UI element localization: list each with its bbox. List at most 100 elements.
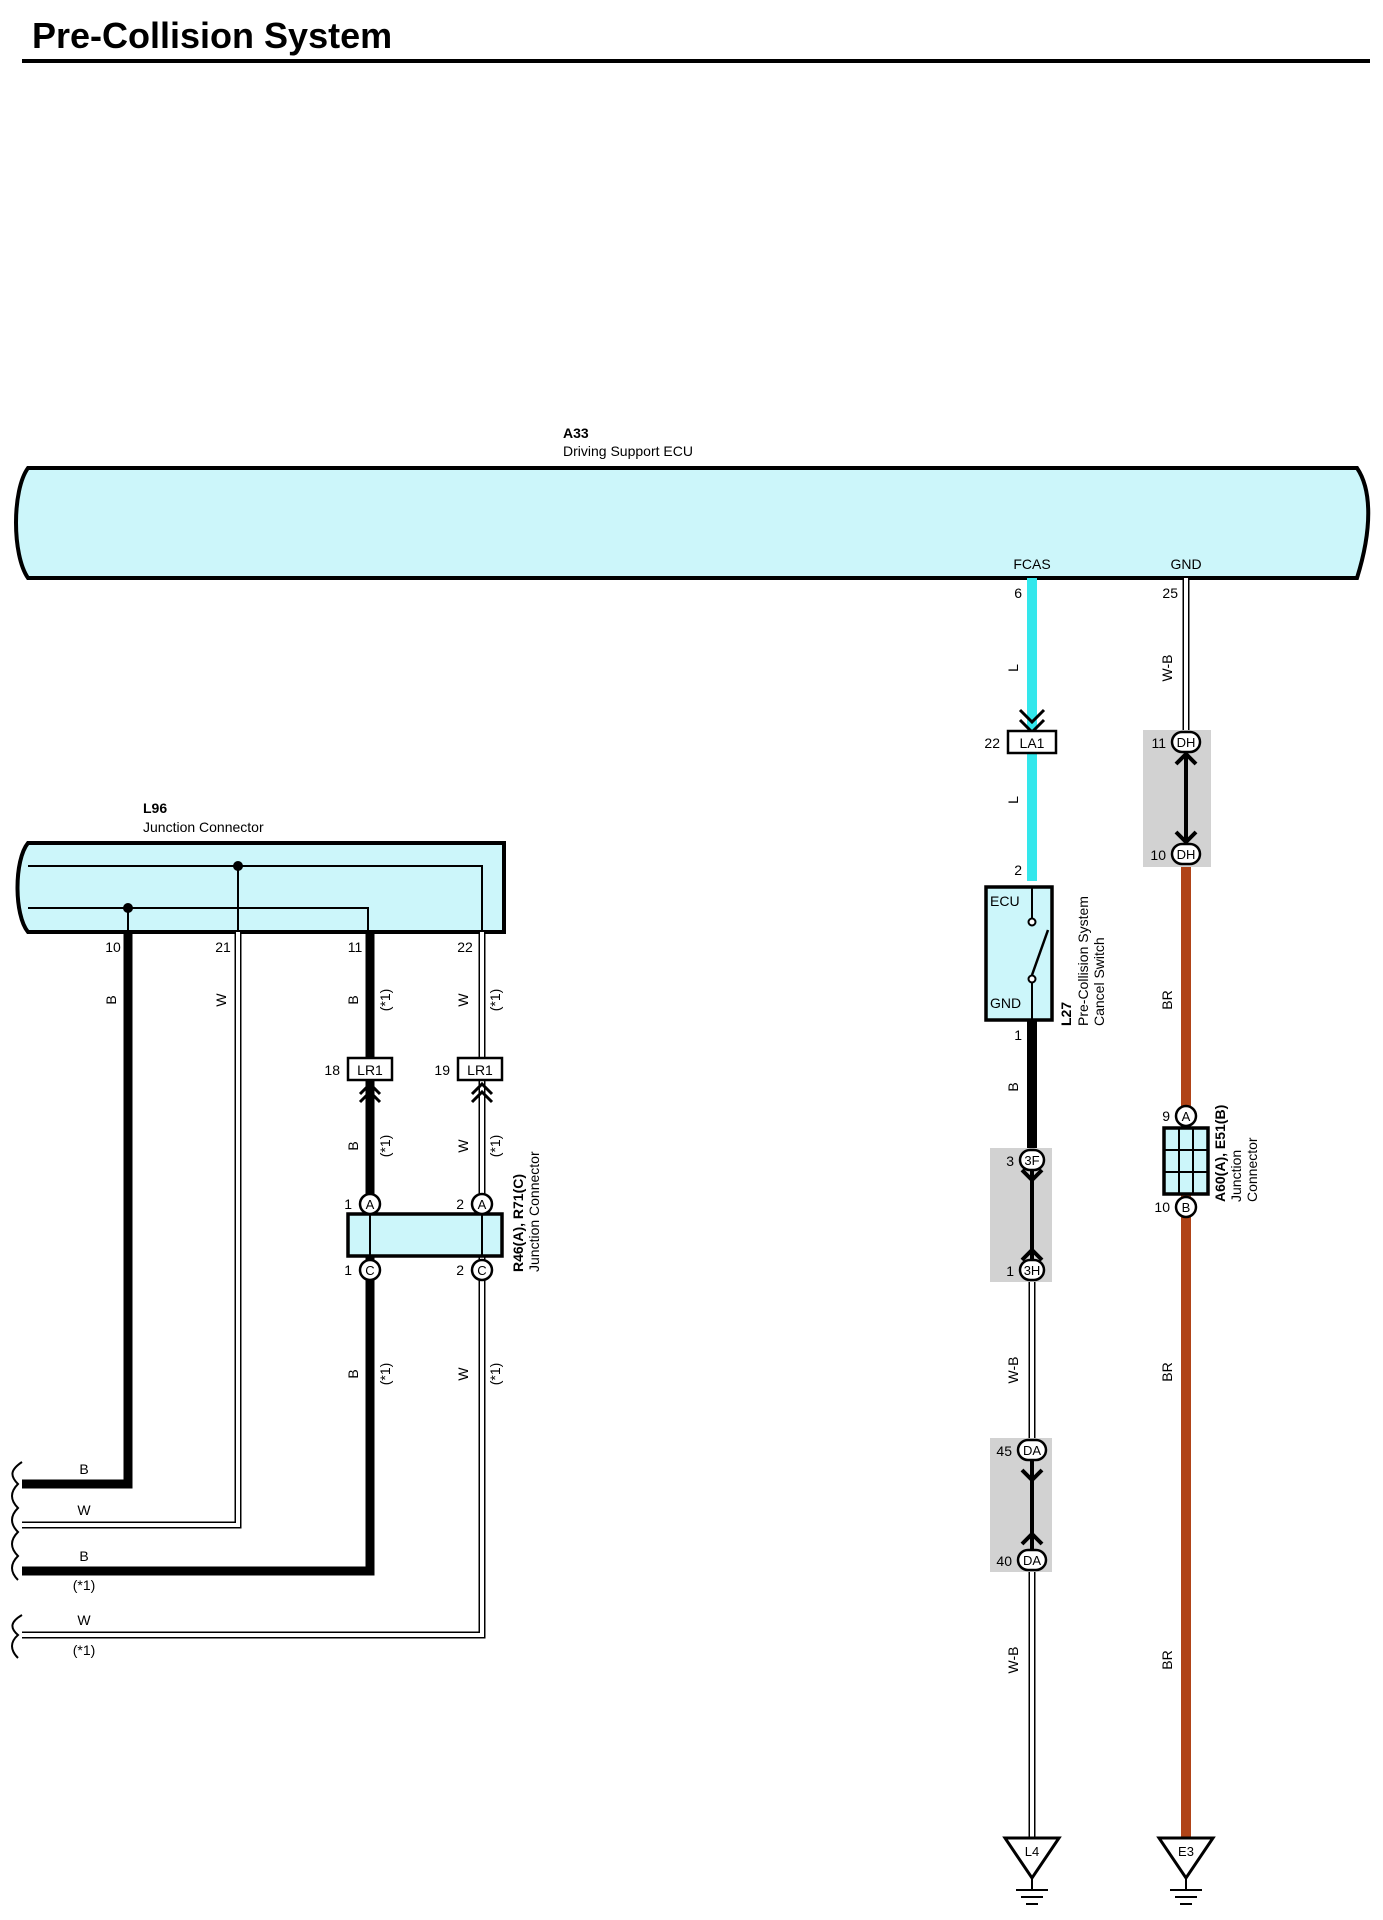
connector-lr1-19: LR1 19 [434, 1056, 504, 1104]
wire-color-label: B [345, 1141, 361, 1150]
svg-text:10: 10 [1154, 1199, 1170, 1215]
wire-b-pin11 [22, 932, 375, 1576]
connector-lr1-18: LR1 18 [324, 1056, 394, 1104]
wire-color-label: B [345, 995, 361, 1004]
wire-color-label: W [77, 1612, 91, 1628]
pin-label-gnd: GND [1170, 556, 1201, 572]
wire-note-label: (*1) [487, 1135, 503, 1158]
svg-text:2: 2 [456, 1196, 464, 1212]
svg-text:Junction Connector: Junction Connector [526, 1151, 542, 1272]
wire-color-label: W-B [1159, 655, 1175, 682]
svg-text:1: 1 [344, 1262, 352, 1278]
l96-pin-22: 22 [457, 939, 473, 955]
wire-color-label: B [345, 1369, 361, 1378]
splice-3f-3h: 3F 3 3H 1 [990, 1148, 1052, 1282]
driving-support-ecu-a33: A33 Driving Support ECU FCAS GND [14, 425, 1371, 580]
wire-color-label: B [1005, 1082, 1021, 1091]
wire-color-label: B [79, 1461, 88, 1477]
splice-dh: DH 11 DH 10 [1143, 730, 1211, 867]
svg-text:C: C [365, 1263, 374, 1278]
svg-text:E3: E3 [1178, 1844, 1194, 1859]
svg-text:DH: DH [1177, 847, 1196, 862]
svg-text:Cancel Switch: Cancel Switch [1091, 937, 1107, 1026]
svg-text:19: 19 [434, 1062, 450, 1078]
wire-color-label: W [455, 993, 471, 1007]
svg-text:R46(A), R71(C): R46(A), R71(C) [510, 1174, 526, 1272]
switch-contact [1030, 929, 1050, 976]
wire-color-label: BR [1159, 990, 1175, 1009]
wire-color-label: W [455, 1139, 471, 1153]
svg-text:1: 1 [1014, 1027, 1022, 1043]
svg-text:L4: L4 [1025, 1844, 1039, 1859]
wire-color-label: BR [1159, 1650, 1175, 1669]
male-terminal-icon [358, 1081, 382, 1104]
svg-text:A60(A), E51(B): A60(A), E51(B) [1212, 1105, 1228, 1202]
svg-text:2: 2 [1014, 862, 1022, 878]
ecu-box [14, 466, 1371, 580]
wire-color-label: L [1005, 664, 1021, 672]
wire-note-label: (*1) [377, 1363, 393, 1386]
cancel-switch-l27: 2 ECU GND 1 L27 Pre-Collision System Can… [984, 862, 1107, 1043]
l96-internal-bus-b [28, 865, 483, 932]
svg-text:40: 40 [996, 1553, 1012, 1569]
ground-l4-icon: L4 [1002, 1836, 1062, 1905]
pin-label-fcas: FCAS [1013, 556, 1050, 572]
wire-color-label: L [1005, 796, 1021, 804]
svg-text:C: C [477, 1263, 486, 1278]
wire-color-label: W [455, 1367, 471, 1381]
wire-color-label: W-B [1005, 1357, 1021, 1384]
l96-internal-bus-a [28, 907, 369, 932]
wire-b-pin10 [22, 932, 133, 1489]
l96-pin-10: 10 [105, 939, 121, 955]
svg-text:LR1: LR1 [467, 1062, 493, 1078]
svg-text:L27: L27 [1058, 1002, 1074, 1026]
svg-text:22: 22 [984, 735, 1000, 751]
svg-text:A: A [366, 1197, 375, 1212]
svg-text:Pre-Collision System: Pre-Collision System [1075, 896, 1091, 1026]
wire-color-label: W-B [1005, 1647, 1021, 1674]
svg-text:11: 11 [1151, 735, 1166, 751]
wire-note-label: (*1) [377, 1135, 393, 1158]
wire-break-mark [11, 1614, 23, 1659]
splice-da: DA 45 DA 40 [990, 1438, 1052, 1572]
svg-text:Connector: Connector [1244, 1137, 1260, 1202]
svg-text:45: 45 [996, 1443, 1012, 1459]
ecu-pin-25: 25 [1162, 585, 1178, 601]
svg-text:A: A [478, 1197, 487, 1212]
svg-text:GND: GND [990, 995, 1021, 1011]
l96-pin-11: 11 [348, 939, 363, 955]
ecu-code: A33 [563, 425, 589, 441]
wire-note-label: (*1) [73, 1577, 96, 1593]
wire-note-label: (*1) [377, 989, 393, 1012]
svg-text:A: A [1182, 1109, 1191, 1124]
wire-color-label: W [213, 993, 229, 1007]
l96-code: L96 [143, 800, 167, 816]
svg-text:18: 18 [324, 1062, 340, 1078]
wire-w-pin22 [22, 932, 486, 1639]
l96-name: Junction Connector [143, 819, 264, 835]
l96-pin-21: 21 [215, 939, 231, 955]
wire-color-label: B [79, 1548, 88, 1564]
wire-color-label: B [103, 995, 119, 1004]
l96-box [15, 841, 506, 934]
page-title: Pre-Collision System [32, 15, 392, 56]
svg-text:DA: DA [1023, 1553, 1041, 1568]
svg-text:LA1: LA1 [1020, 735, 1045, 751]
wire-break-mark [11, 1461, 23, 1581]
svg-text:3: 3 [1006, 1153, 1014, 1169]
svg-text:Junction: Junction [1228, 1150, 1244, 1202]
svg-text:DA: DA [1023, 1443, 1041, 1458]
male-terminal-icon [470, 1081, 494, 1104]
svg-text:B: B [1182, 1200, 1191, 1215]
svg-text:LR1: LR1 [357, 1062, 383, 1078]
wire-note-label: (*1) [487, 1363, 503, 1386]
svg-text:9: 9 [1162, 1108, 1170, 1124]
wire-color-label: BR [1159, 1362, 1175, 1381]
wire-note-label: (*1) [73, 1642, 96, 1658]
svg-text:1: 1 [344, 1196, 352, 1212]
ecu-pin-6: 6 [1014, 585, 1022, 601]
wire-note-label: (*1) [487, 989, 503, 1012]
svg-text:2: 2 [456, 1262, 464, 1278]
junction-connector-a60-e51: A B 9 10 A60(A), E51(B) Junction Connect… [1154, 1104, 1260, 1219]
wire-color-label: W [77, 1502, 91, 1518]
